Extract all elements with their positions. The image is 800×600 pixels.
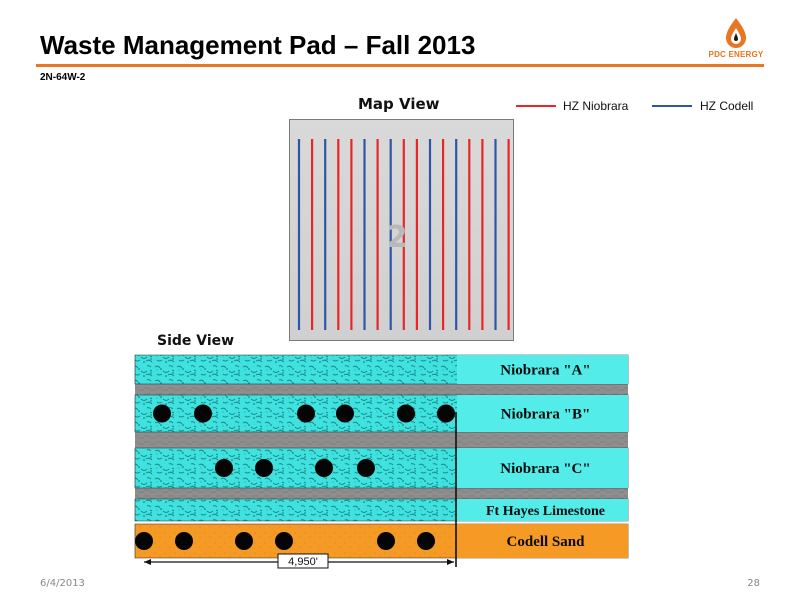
- section-boundary: [289, 119, 514, 341]
- layer-label: Niobrara "B": [501, 407, 591, 423]
- slide-title: Waste Management Pad – Fall 2013: [40, 30, 476, 60]
- flame-drop-icon: [726, 18, 746, 48]
- layer-label: Codell Sand: [507, 534, 586, 550]
- wellbore: [194, 404, 212, 423]
- wellbore: [357, 459, 375, 477]
- page-number: 28: [747, 578, 760, 589]
- layer-label: Ft Hayes Limestone: [486, 504, 605, 519]
- legend-label-niobrara: HZ Niobrara: [563, 99, 629, 113]
- layer-label-panel: [457, 524, 628, 558]
- side-view-diagram: Niobrara "A" Niobrara "B" Niobrara "C" Ft H…: [134, 354, 629, 569]
- footer-date: 6/4/2013: [40, 578, 85, 589]
- layer-label-panel: [457, 448, 628, 488]
- layer-label: Niobrara "C": [500, 461, 590, 477]
- wellbore: [255, 459, 273, 477]
- wellbore: [417, 532, 435, 550]
- layer-labels: Niobrara "A" Niobrara "B" Niobrara "C" Ft H…: [486, 363, 605, 551]
- map-view-diagram: 2: [289, 119, 514, 341]
- wellbore: [235, 532, 253, 550]
- shale-band: [135, 488, 628, 499]
- map-view-label: Map View: [358, 95, 440, 113]
- logo-text: PDC ENERGY: [708, 50, 764, 59]
- legend-swatch-codell: [652, 105, 692, 107]
- layer-label: Niobrara "A": [500, 363, 590, 379]
- title-rule: [36, 64, 764, 67]
- shale-band: [135, 432, 628, 448]
- legend-label-codell: HZ Codell: [700, 99, 754, 113]
- stratigraphic-layers: [134, 354, 629, 559]
- dimension-line: 4,950': [144, 412, 457, 569]
- shale-band: [135, 384, 628, 395]
- layer-label-panel: [457, 499, 628, 521]
- wellbore: [397, 404, 415, 423]
- wellbore: [315, 459, 333, 477]
- wellbore: [275, 532, 293, 550]
- layer-label-panel: [457, 355, 628, 384]
- wellbore: [175, 532, 193, 550]
- well-laterals: [297, 139, 510, 330]
- dimension-label: 4,950': [288, 556, 318, 568]
- wellbore: [215, 459, 233, 477]
- company-logo: PDC ENERGY: [700, 16, 772, 66]
- layer-label-panel: [457, 395, 628, 432]
- slide-subtitle: 2N-64W-2: [40, 72, 86, 83]
- wellbore: [153, 404, 171, 423]
- wellbore: [135, 532, 153, 550]
- wellbore: [377, 532, 395, 550]
- section-number: 2: [387, 220, 408, 255]
- legend-swatch-niobrara: [516, 105, 556, 107]
- wellbore: [297, 404, 315, 423]
- wellbore: [336, 404, 354, 423]
- wellbore: [437, 404, 455, 423]
- dimension-label-box: [277, 553, 329, 569]
- side-view-label: Side View: [157, 333, 235, 349]
- wellbore-markers: [135, 404, 455, 550]
